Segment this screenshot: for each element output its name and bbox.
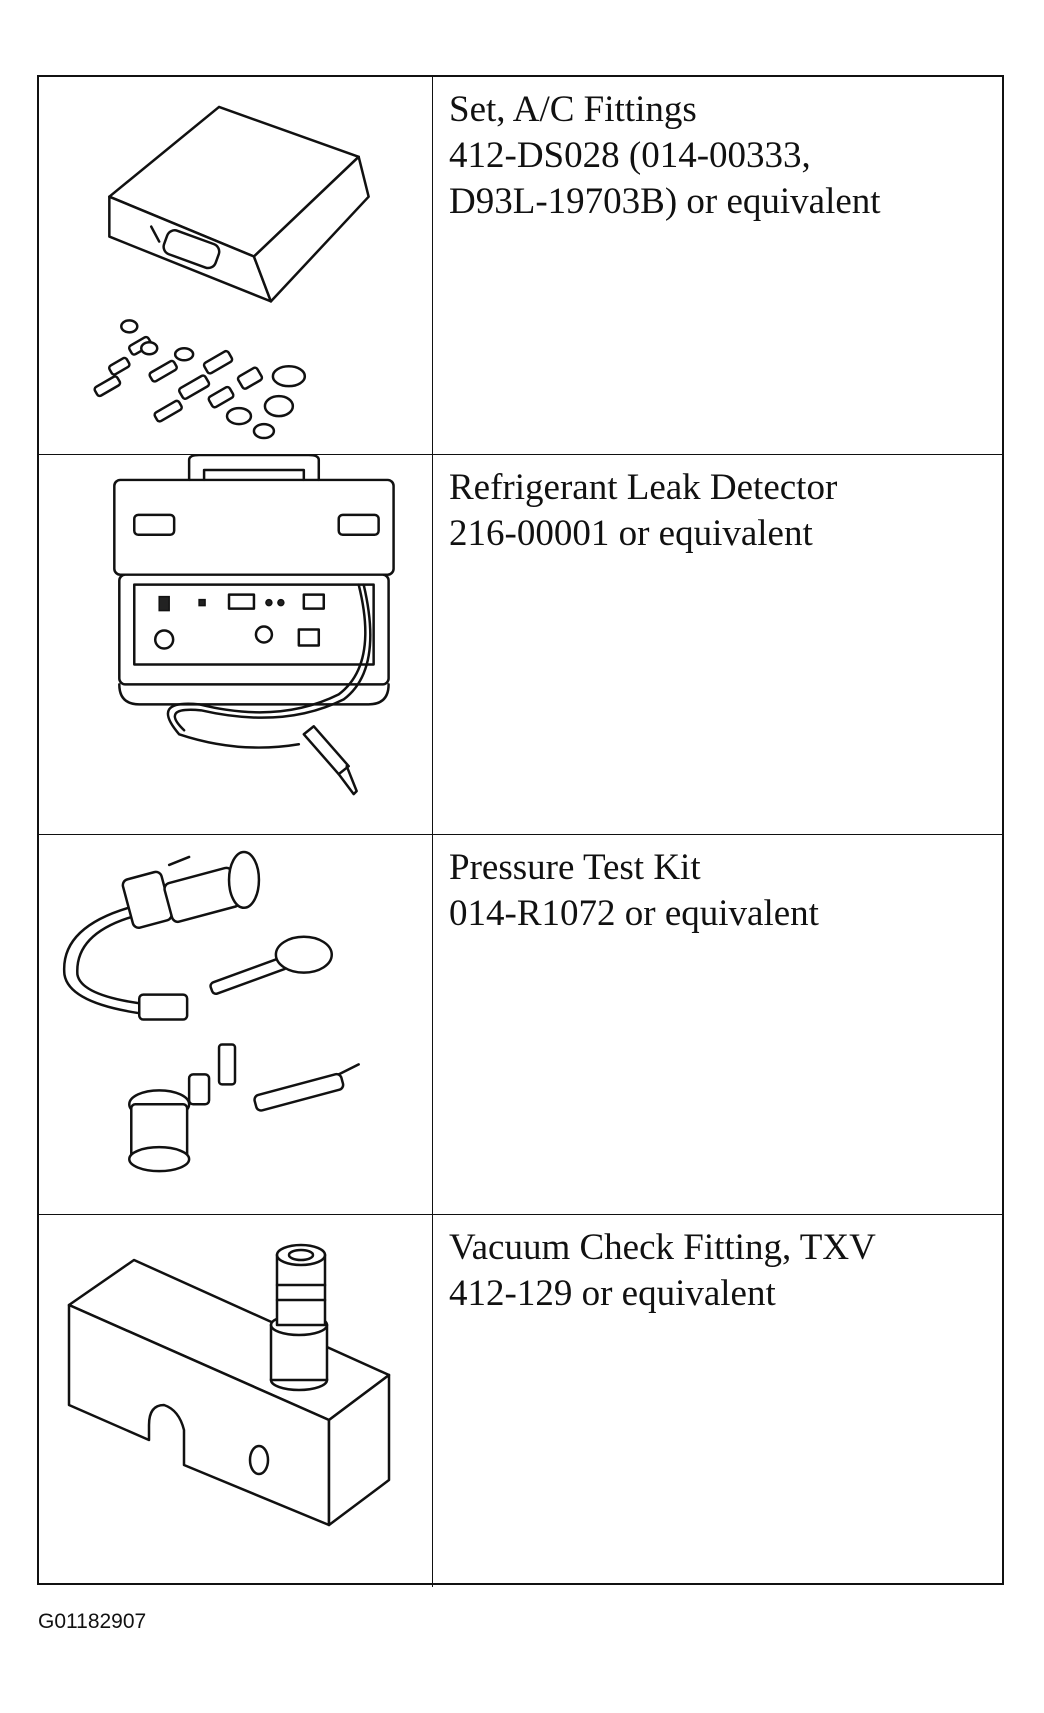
tool-name: Set, A/C Fittings xyxy=(449,89,697,130)
tool-part-number: 412-DS028 (014-00333, xyxy=(449,135,811,176)
special-tools-table: Set, A/C Fittings 412-DS028 (014-00333, … xyxy=(37,75,1004,1587)
tool-description-pressure-test-kit: Pressure Test Kit 014-R1072 or equivalen… xyxy=(449,845,992,937)
tool-name: Pressure Test Kit xyxy=(449,847,701,888)
tool-row-pressure-test-kit: Pressure Test Kit 014-R1072 or equivalen… xyxy=(39,835,1002,1215)
tool-part-number: 014-R1072 or equivalent xyxy=(449,893,819,934)
tool-part-number: 412-129 or equivalent xyxy=(449,1273,776,1314)
vacuum-check-fitting-illustration xyxy=(39,1215,432,1587)
tool-part-number: 216-00001 or equivalent xyxy=(449,513,813,554)
tool-description-leak-detector: Refrigerant Leak Detector 216-00001 or e… xyxy=(449,465,992,557)
tool-description-vacuum-check-fitting: Vacuum Check Fitting, TXV 412-129 or equ… xyxy=(449,1225,992,1317)
tool-name: Vacuum Check Fitting, TXV xyxy=(449,1227,876,1268)
leak-detector-illustration xyxy=(39,455,432,834)
tool-row-leak-detector: Refrigerant Leak Detector 216-00001 or e… xyxy=(39,455,1002,835)
tool-name: Refrigerant Leak Detector xyxy=(449,467,838,508)
tool-description-ac-fittings: Set, A/C Fittings 412-DS028 (014-00333, … xyxy=(449,87,992,225)
tool-part-number: D93L-19703B) or equivalent xyxy=(449,181,881,222)
pressure-test-kit-illustration xyxy=(39,835,432,1214)
tool-row-ac-fittings: Set, A/C Fittings 412-DS028 (014-00333, … xyxy=(39,77,1002,455)
figure-id: G01182907 xyxy=(38,1610,147,1633)
ac-fittings-case-illustration xyxy=(39,77,432,454)
tool-row-vacuum-check-fitting: Vacuum Check Fitting, TXV 412-129 or equ… xyxy=(39,1215,1002,1587)
